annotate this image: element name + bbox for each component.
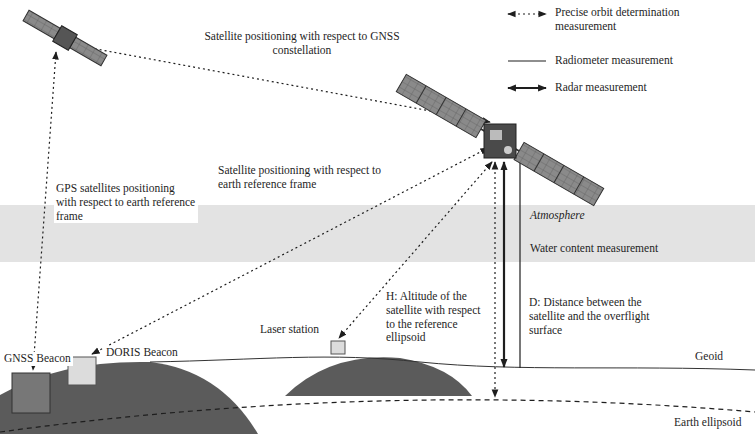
legend-text: Radiometer measurement [553,54,675,68]
annotation: D: Distance between the satellite and th… [527,296,655,337]
station-label: DORIS Beacon [104,346,180,360]
annotation: Satellite positioning with respect to GN… [200,30,404,58]
station-label: GNSS Beacon [2,352,73,366]
annotation: Satellite positioning with respect to ea… [216,164,390,192]
legend-text: Precise orbit determination measurement [553,6,727,34]
surface-label: Earth ellipsoid [672,416,743,430]
annotation: GPS satellites positioning with respect … [54,182,198,223]
station-label: Laser station [258,323,321,337]
band-title: Atmosphere [528,209,587,223]
annotation: H: Altitude of the satellite with respec… [384,290,494,345]
band-text: Water content measurement [528,242,660,256]
legend-text: Radar measurement [553,81,649,95]
surface-label: Geoid [693,350,725,364]
